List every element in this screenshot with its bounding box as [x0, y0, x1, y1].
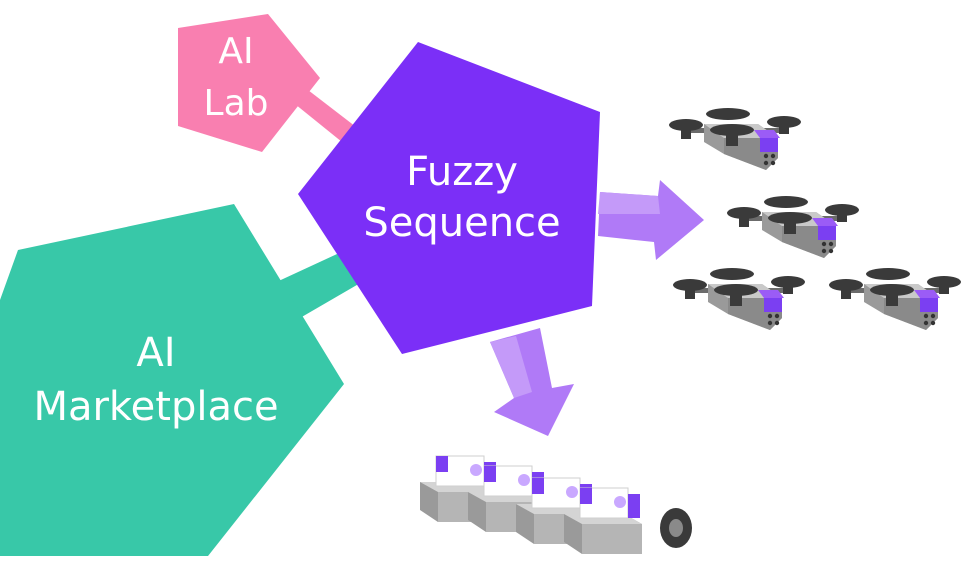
- arrow-to-drones: [598, 180, 704, 260]
- ai-marketplace-label-line2: Marketplace: [33, 384, 278, 430]
- ai-lab-node[interactable]: AI Lab: [178, 14, 320, 152]
- ai-marketplace-shape: [0, 204, 344, 556]
- ai-lab-shape: [178, 14, 320, 152]
- ai-lab-label-line2: Lab: [204, 83, 269, 124]
- fuzzy-sequence-node[interactable]: Fuzzy Sequence: [298, 42, 600, 354]
- drone-icon: [669, 108, 801, 170]
- fuzzy-sequence-shape: [298, 42, 600, 354]
- wheel-hub-icon: [669, 519, 683, 537]
- drone-icon: [829, 268, 961, 330]
- marketplace-connector: [270, 248, 362, 318]
- fuzzy-sequence-label-line1: Fuzzy: [406, 149, 518, 195]
- ai-marketplace-label-line1: AI: [136, 330, 175, 376]
- arrow-to-ground-robots: [490, 328, 574, 436]
- drone-icon: [727, 196, 859, 258]
- ai-marketplace-node[interactable]: AI Marketplace: [0, 204, 344, 556]
- lab-connector: [290, 90, 360, 142]
- ai-lab-label-line1: AI: [218, 31, 253, 72]
- drone-icon: [673, 268, 805, 330]
- fuzzy-sequence-label-line2: Sequence: [363, 200, 560, 246]
